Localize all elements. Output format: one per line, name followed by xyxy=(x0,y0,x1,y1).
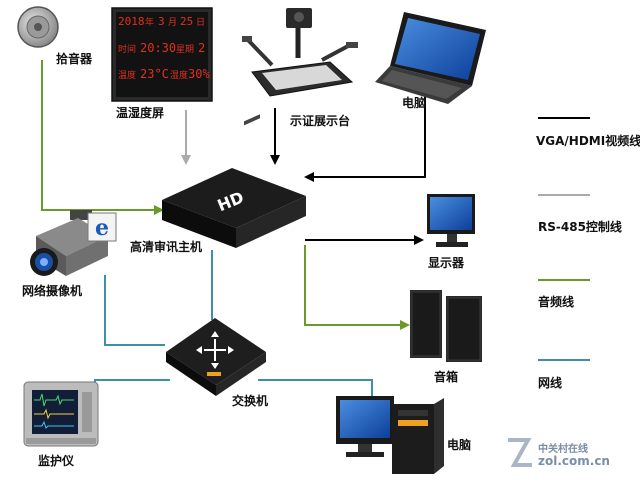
svg-text:20:30: 20:30 xyxy=(140,41,176,55)
switch-label: 交换机 xyxy=(232,394,269,408)
svg-text:e: e xyxy=(95,215,109,241)
svg-text:年: 年 xyxy=(145,16,154,28)
speakers-icon xyxy=(410,290,482,362)
desktop-pc-icon xyxy=(336,396,444,474)
legend-label-network: 网线 xyxy=(538,376,563,390)
network-line-switch-to-pc xyxy=(258,379,373,400)
pickup-microphone-icon xyxy=(17,6,59,48)
legend-label-rs485: RS-485控制线 xyxy=(538,220,622,234)
zol-logo-icon xyxy=(508,438,532,467)
thermo-label: 温湿度屏 xyxy=(116,106,165,120)
network-line-monitor-to-switch xyxy=(94,379,170,395)
network-line-camera-to-switch xyxy=(104,275,165,346)
legend-label-audio: 音频线 xyxy=(538,295,575,309)
svg-text:2018: 2018 xyxy=(118,15,145,28)
presenter-label: 示证展示台 xyxy=(290,114,351,128)
svg-text:月: 月 xyxy=(168,17,177,28)
speakers-label: 音箱 xyxy=(434,370,459,384)
camera-label: 网络摄像机 xyxy=(22,284,83,298)
svg-text:时间: 时间 xyxy=(118,43,136,55)
video-line-laptop-to-host xyxy=(304,90,426,182)
svg-text:3: 3 xyxy=(158,15,165,28)
svg-text:湿度: 湿度 xyxy=(170,69,188,81)
internet-explorer-icon: e xyxy=(87,212,117,242)
host-label: 高清审讯主机 xyxy=(130,240,203,254)
audio-line-pickup-to-host xyxy=(41,60,164,215)
display-monitor-icon xyxy=(427,194,475,247)
pickup-label: 拾音器 xyxy=(56,52,93,66)
patient-monitor-label: 监护仪 xyxy=(38,454,75,468)
svg-text:星期: 星期 xyxy=(176,44,194,55)
temperature-humidity-screen-icon xyxy=(111,7,213,102)
svg-text:25: 25 xyxy=(180,15,193,28)
watermark-cn: 中关村在线 xyxy=(538,444,588,455)
network-switch-icon xyxy=(166,318,266,396)
legend-label-vga: VGA/HDMI视频线 xyxy=(536,134,640,148)
svg-text:日: 日 xyxy=(196,17,205,28)
svg-text:30%: 30% xyxy=(188,67,210,81)
patient-monitor-icon xyxy=(23,381,99,447)
laptop-icon xyxy=(375,12,486,104)
monitor-label: 显示器 xyxy=(428,256,465,270)
hd-host-icon xyxy=(162,114,306,248)
audio-line-host-to-speakers xyxy=(304,245,410,330)
svg-text:23°C: 23°C xyxy=(140,67,169,81)
svg-text:2: 2 xyxy=(198,41,205,55)
pc-label: 电脑 xyxy=(447,438,472,452)
laptop-label: 电脑 xyxy=(402,96,427,110)
svg-text:温度: 温度 xyxy=(118,69,136,81)
evidence-presenter-icon xyxy=(242,8,358,97)
watermark-en: zol.com.cn xyxy=(538,454,610,468)
thermo-led-text: 2018 年 3 月 25 日 时间 20:30 星期 2 温度 23°C 湿度… xyxy=(118,15,210,81)
